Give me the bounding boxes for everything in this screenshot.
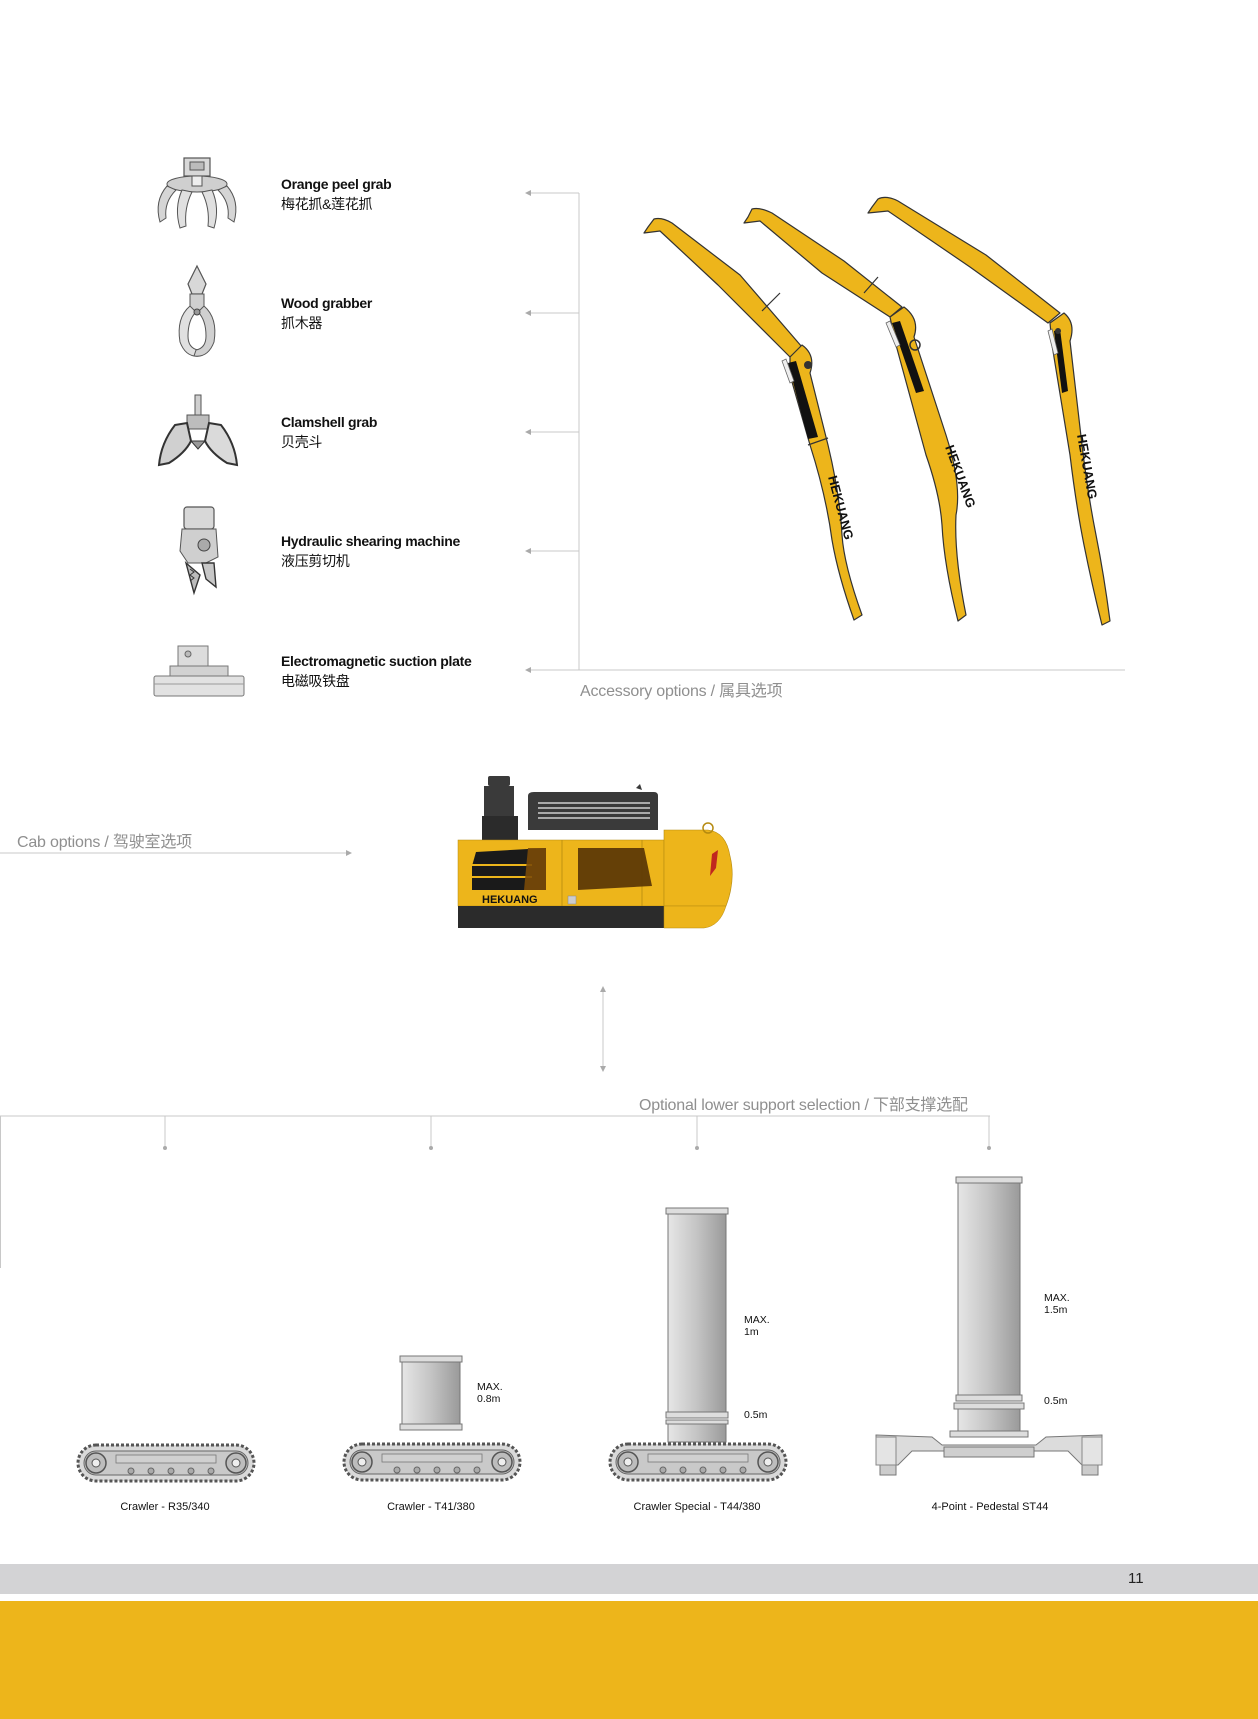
electromagnet-plate-icon [153,645,245,697]
base-label: Crawler Special - T44/380 [633,1501,761,1513]
base-label: 4-Point - Pedestal ST44 [931,1501,1049,1513]
crawler-track-icon [76,1443,256,1483]
dimension-label: MAX.0.8m [477,1381,503,1405]
dimension-label: MAX.1.5m [1044,1292,1070,1316]
dimension-label: 0.5m [1044,1395,1068,1407]
footer-yellow-band [0,1601,1258,1719]
clamshell-grab-icon [157,394,239,467]
base-label: Crawler - R35/340 [120,1501,210,1513]
dimension-label: MAX.1m [744,1314,770,1338]
page-number: 11 [1128,1570,1144,1587]
dimension-label: 0.5m [744,1409,768,1421]
boom-arm-illustration: HEKUANG HEKUANG HEKUANG [643,196,1111,626]
footer-grey-band [0,1564,1258,1594]
pedestal-icon [875,1176,1103,1476]
cab-illustration: HEKUANG [457,776,733,929]
hydraulic-shear-icon [179,506,219,596]
orange-peel-grab-icon [157,157,237,229]
accessory-connector-lines [525,190,1125,673]
cab-caption: Cab options / 驾驶室选项 [17,834,192,851]
lower-support-connector-lines [0,1115,991,1268]
accessory-caption: Accessory options / 属具选项 [580,683,783,700]
vertical-double-arrow [600,986,606,1072]
wood-grabber-icon [178,264,216,357]
lower-support-caption: Optional lower support selection / 下部支撑选… [639,1097,968,1114]
cab-brand-text: HEKUANG [482,894,538,906]
cab-caption-arrow [0,850,352,856]
crawler-riser-tall-icon [608,1207,788,1482]
base-label: Crawler - T41/380 [387,1501,475,1513]
crawler-riser-icon [342,1355,522,1482]
